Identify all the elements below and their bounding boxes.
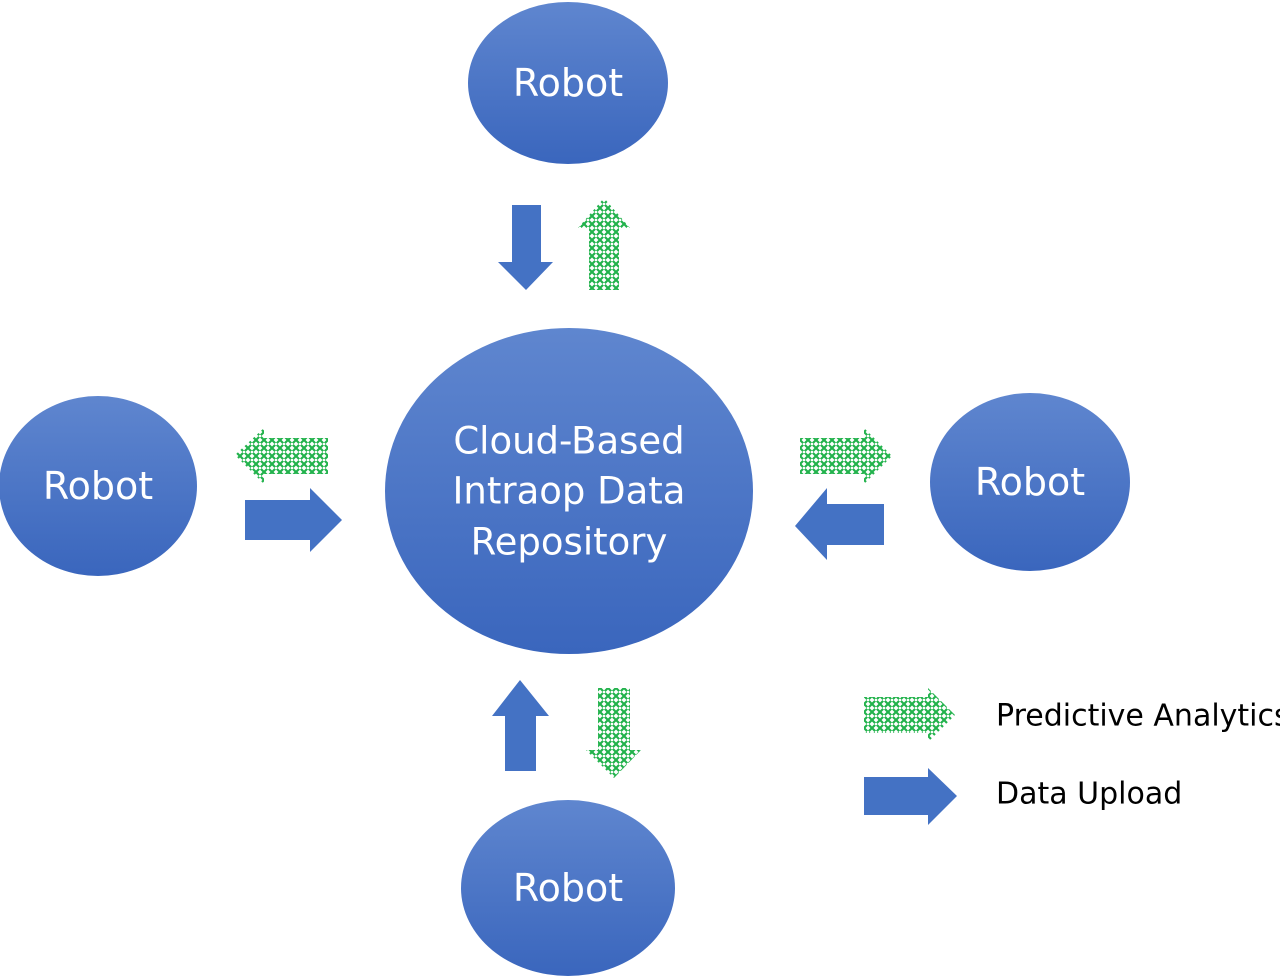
legend-upload-label: Data Upload bbox=[996, 777, 1182, 812]
robot-label-right: Robot bbox=[975, 460, 1085, 504]
legend: Predictive Analytics Data Upload bbox=[864, 688, 1280, 825]
legend-predictive-label: Predictive Analytics bbox=[996, 699, 1280, 734]
robot-node-bottom: Robot bbox=[461, 800, 675, 976]
repository-label-line-3: Repository bbox=[471, 521, 668, 564]
cloud-repository-node: Cloud-Based Intraop Data Repository bbox=[385, 328, 753, 654]
repository-label-line-2: Intraop Data bbox=[453, 470, 686, 513]
predictive-arrow-right bbox=[800, 428, 892, 484]
upload-arrow-right bbox=[795, 488, 884, 560]
upload-arrow-bottom bbox=[492, 680, 549, 771]
predictive-arrow-top bbox=[578, 198, 630, 290]
robot-label-bottom: Robot bbox=[513, 866, 623, 910]
predictive-arrow-left bbox=[235, 428, 328, 484]
legend-predictive-arrow-icon bbox=[864, 688, 955, 742]
robot-label-top: Robot bbox=[513, 61, 623, 105]
repository-label-line-1: Cloud-Based bbox=[453, 420, 684, 463]
legend-upload-arrow-icon bbox=[864, 768, 957, 825]
robot-node-left: Robot bbox=[0, 396, 197, 576]
predictive-arrow-bottom bbox=[586, 688, 641, 778]
robot-label-left: Robot bbox=[43, 464, 153, 508]
upload-arrow-top bbox=[498, 205, 553, 290]
upload-arrow-left bbox=[245, 488, 342, 552]
robot-node-right: Robot bbox=[930, 393, 1130, 571]
robot-node-top: Robot bbox=[468, 2, 668, 164]
